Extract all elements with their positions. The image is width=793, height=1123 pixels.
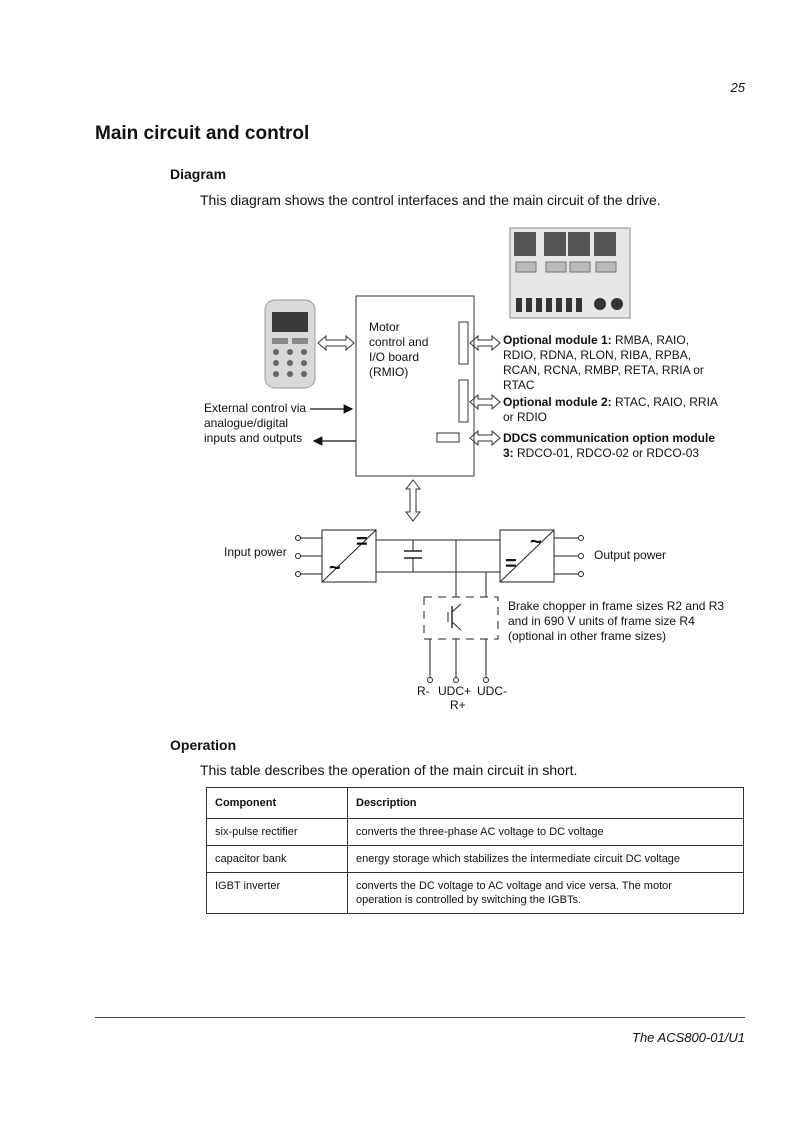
module2-label-line-2: or RDIO — [503, 410, 547, 424]
rectifier-ac-symbol: ~ — [329, 557, 341, 579]
terminal-r-minus: R- — [417, 684, 430, 698]
operation-table: Component Description six-pulse rectifie… — [206, 787, 744, 914]
inverter-dc-symbol: = — [505, 553, 517, 575]
module1-link-arrow — [469, 334, 501, 352]
rmio-label-line-4: (RMIO) — [369, 365, 408, 379]
component-cell: six-pulse rectifier — [206, 818, 348, 846]
module1-label-line-4: RTAC — [503, 378, 535, 392]
footer-divider — [95, 1017, 745, 1018]
inverter-ac-symbol: ~ — [530, 531, 542, 553]
table-row: IGBT inverter converts the DC voltage to… — [206, 872, 744, 914]
power-circuit — [295, 529, 584, 683]
module-slot-2 — [458, 379, 469, 423]
input-power-label: Input power — [224, 545, 287, 559]
module2-link-arrow — [469, 393, 501, 411]
module1-label-line-3: RCAN, RCNA, RMBP, RETA, RRIA or — [503, 363, 704, 377]
brake-chopper-line-2: and in 690 V units of frame size R4 — [508, 614, 695, 628]
module2-label-line-1: Optional module 2: RTAC, RAIO, RRIA — [503, 395, 718, 409]
rectifier-dc-symbol: = — [356, 531, 368, 553]
output-power-label: Output power — [594, 548, 666, 562]
page-number: 25 — [730, 80, 745, 95]
module1-label-line-1: Optional module 1: RMBA, RAIO, — [503, 333, 689, 347]
board-to-power-arrow — [404, 479, 422, 522]
rmio-label-line-3: I/O board — [369, 350, 419, 364]
page-title: Main circuit and control — [95, 123, 310, 144]
diagram-intro-text: This diagram shows the control interface… — [200, 192, 661, 208]
external-control-line-2: analogue/digital — [204, 416, 288, 430]
description-cell: energy storage which stabilizes the inte… — [347, 845, 744, 873]
table-header-row: Component Description — [206, 787, 744, 819]
module3-label-line-2: 3: RDCO-01, RDCO-02 or RDCO-03 — [503, 446, 699, 460]
table-row: capacitor bank energy storage which stab… — [206, 845, 744, 873]
control-panel-image — [264, 299, 316, 389]
terminal-udc-plus: UDC+ — [438, 684, 471, 698]
column-header-description: Description — [347, 787, 744, 819]
brake-chopper-line-1: Brake chopper in frame sizes R2 and R3 — [508, 599, 724, 613]
rmio-board-box — [355, 295, 475, 477]
rmio-label-line-1: Motor — [369, 320, 400, 334]
diagram-heading: Diagram — [170, 166, 227, 182]
module1-label-line-2: RDIO, RDNA, RLON, RIBA, RPBA, — [503, 348, 691, 362]
operation-intro-text: This table describes the operation of th… — [200, 762, 578, 778]
external-control-line-1: External control via — [204, 401, 306, 415]
external-control-line-3: inputs and outputs — [204, 431, 302, 445]
main-circuit-diagram: Motor control and I/O board (RMIO) Exter… — [204, 227, 724, 712]
rmio-label-line-2: control and — [369, 335, 428, 349]
terminal-udc-minus: UDC- — [477, 684, 507, 698]
rectifier-box — [321, 529, 377, 583]
footer-title: The ACS800-01/U1 — [632, 1030, 745, 1045]
table-row: six-pulse rectifier converts the three-p… — [206, 818, 744, 846]
brake-chopper-line-3: (optional in other frame sizes) — [508, 629, 666, 643]
panel-link-arrow — [317, 334, 355, 352]
description-cell: converts the DC voltage to AC voltage an… — [347, 872, 744, 914]
module3-link-arrow — [469, 429, 501, 447]
operation-heading: Operation — [170, 737, 237, 753]
module-slot-1 — [458, 321, 469, 365]
module-slot-3 — [436, 432, 460, 443]
column-header-component: Component — [206, 787, 348, 819]
component-cell: IGBT inverter — [206, 872, 348, 914]
terminal-r-plus: R+ — [450, 698, 466, 712]
option-module-image — [509, 227, 631, 319]
module3-label-line-1: DDCS communication option module — [503, 431, 715, 445]
component-cell: capacitor bank — [206, 845, 348, 873]
description-cell: converts the three-phase AC voltage to D… — [347, 818, 744, 846]
brake-chopper-box — [423, 596, 499, 640]
